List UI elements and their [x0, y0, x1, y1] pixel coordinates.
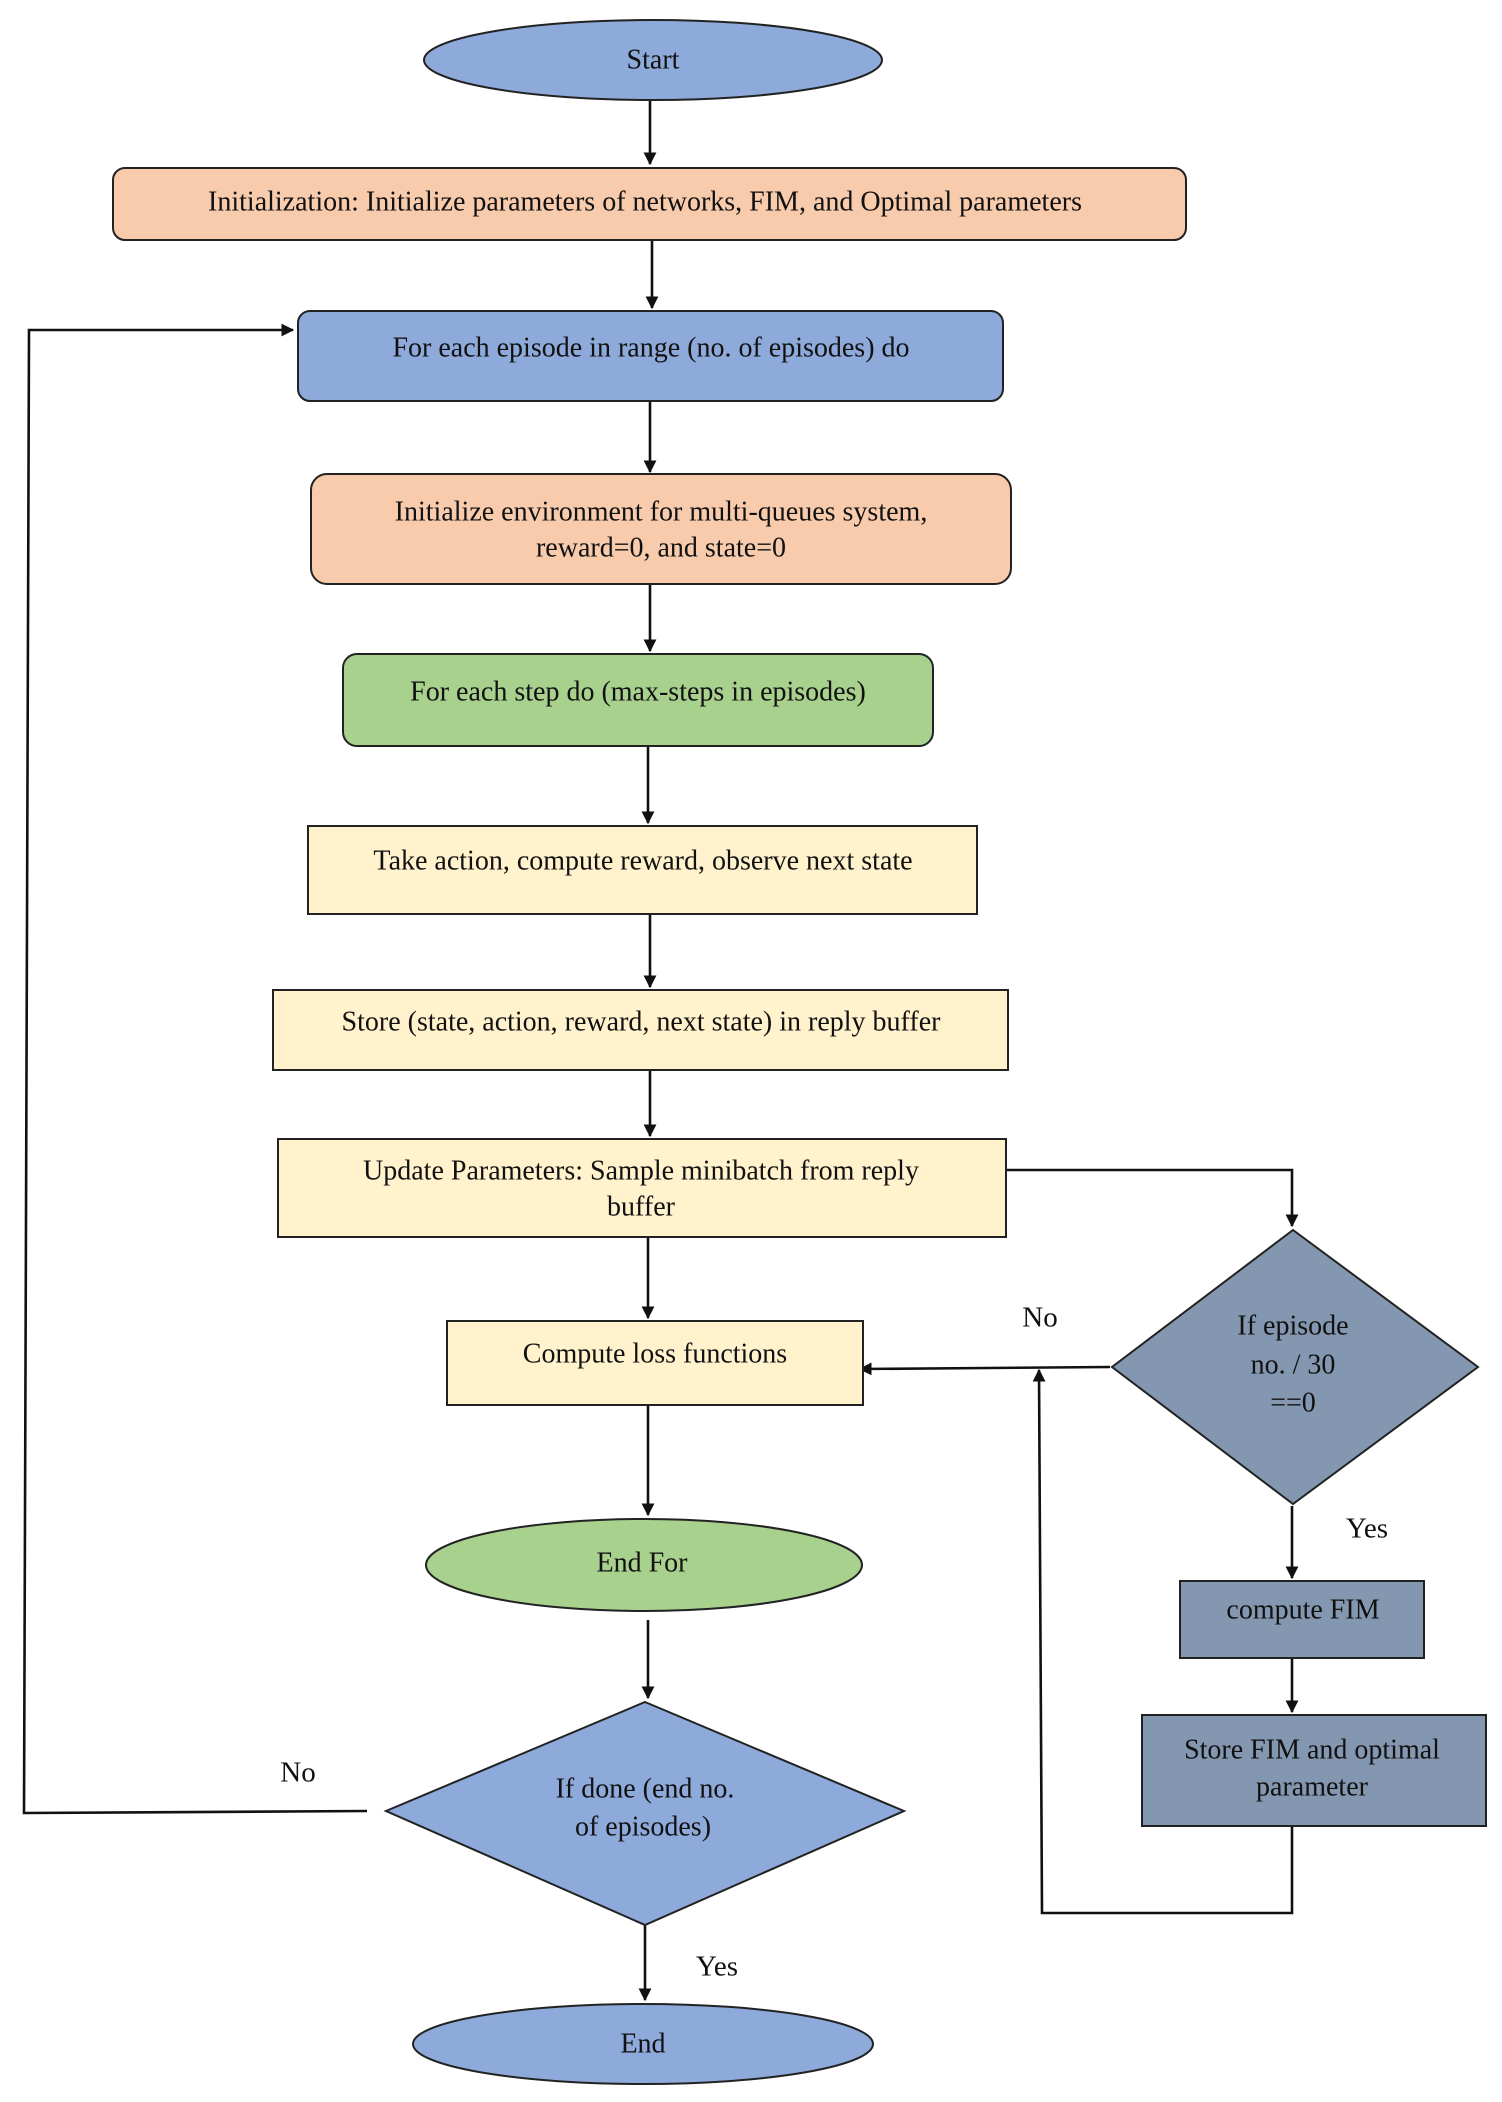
node-compute-fim: compute FIM: [1179, 1580, 1425, 1659]
node-store-buffer: Store (state, action, reward, next state…: [272, 989, 1009, 1071]
node-update-parameters-line2: buffer: [607, 1191, 676, 1222]
node-init-environment-line2: reward=0, and state=0: [536, 532, 786, 563]
edge-label-done-yes: Yes: [696, 1951, 738, 1983]
node-store-fim: Store FIM and optimal parameter: [1141, 1714, 1487, 1827]
arrow-ifepisode-no-to-loss: [858, 1362, 1111, 1376]
node-take-action-label: Take action, compute reward, observe nex…: [373, 845, 912, 876]
edge-label-done-no: No: [280, 1757, 315, 1789]
node-if-done-line1: If done (end no.: [556, 1773, 735, 1804]
node-step-loop-label: For each step do (max-steps in episodes): [410, 676, 866, 707]
node-store-fim-line1: Store FIM and optimal: [1184, 1734, 1440, 1765]
node-start-label: Start: [627, 44, 680, 75]
arrow-update-to-ifepisode: [1006, 1168, 1299, 1228]
node-end: End: [412, 2003, 874, 2085]
node-compute-loss: Compute loss functions: [446, 1320, 864, 1406]
node-if-episode-line2: no. / 30: [1251, 1349, 1336, 1380]
node-if-episode-line1: If episode: [1237, 1310, 1348, 1341]
connectors: [22, 100, 1299, 2002]
arrow-ifdone-no-loop: [22, 323, 368, 1815]
node-start: Start: [423, 19, 883, 101]
node-episode-loop: For each episode in range (no. of episod…: [297, 310, 1004, 402]
node-compute-loss-label: Compute loss functions: [523, 1338, 787, 1369]
node-store-buffer-label: Store (state, action, reward, next state…: [342, 1006, 942, 1037]
node-initialization: Initialization: Initialize parameters of…: [112, 167, 1187, 241]
node-step-loop: For each step do (max-steps in episodes): [342, 653, 934, 747]
node-if-episode-line3: ==0: [1270, 1387, 1316, 1418]
node-if-episode-decision: If episode no. / 30 ==0: [1110, 1228, 1480, 1506]
node-update-parameters-line1: Update Parameters: Sample minibatch from…: [363, 1155, 919, 1186]
edge-label-episode-no: No: [1022, 1302, 1057, 1334]
node-init-environment: Initialize environment for multi-queues …: [310, 473, 1012, 585]
arrow-storefim-return-loop: [1032, 1368, 1294, 1915]
node-end-for: End For: [425, 1518, 863, 1612]
node-update-parameters: Update Parameters: Sample minibatch from…: [277, 1138, 1007, 1238]
node-store-fim-line2: parameter: [1256, 1771, 1369, 1802]
node-take-action: Take action, compute reward, observe nex…: [307, 825, 978, 915]
edge-label-episode-yes: Yes: [1346, 1513, 1388, 1545]
node-init-environment-line1: Initialize environment for multi-queues …: [395, 496, 928, 527]
node-end-for-label: End For: [597, 1547, 689, 1578]
node-if-done-decision: If done (end no. of episodes): [383, 1700, 907, 1927]
node-compute-fim-label: compute FIM: [1226, 1594, 1379, 1625]
node-initialization-label: Initialization: Initialize parameters of…: [208, 186, 1082, 217]
node-end-label: End: [620, 2028, 665, 2059]
node-if-done-line2: of episodes): [575, 1811, 711, 1842]
node-episode-loop-label: For each episode in range (no. of episod…: [392, 332, 909, 363]
